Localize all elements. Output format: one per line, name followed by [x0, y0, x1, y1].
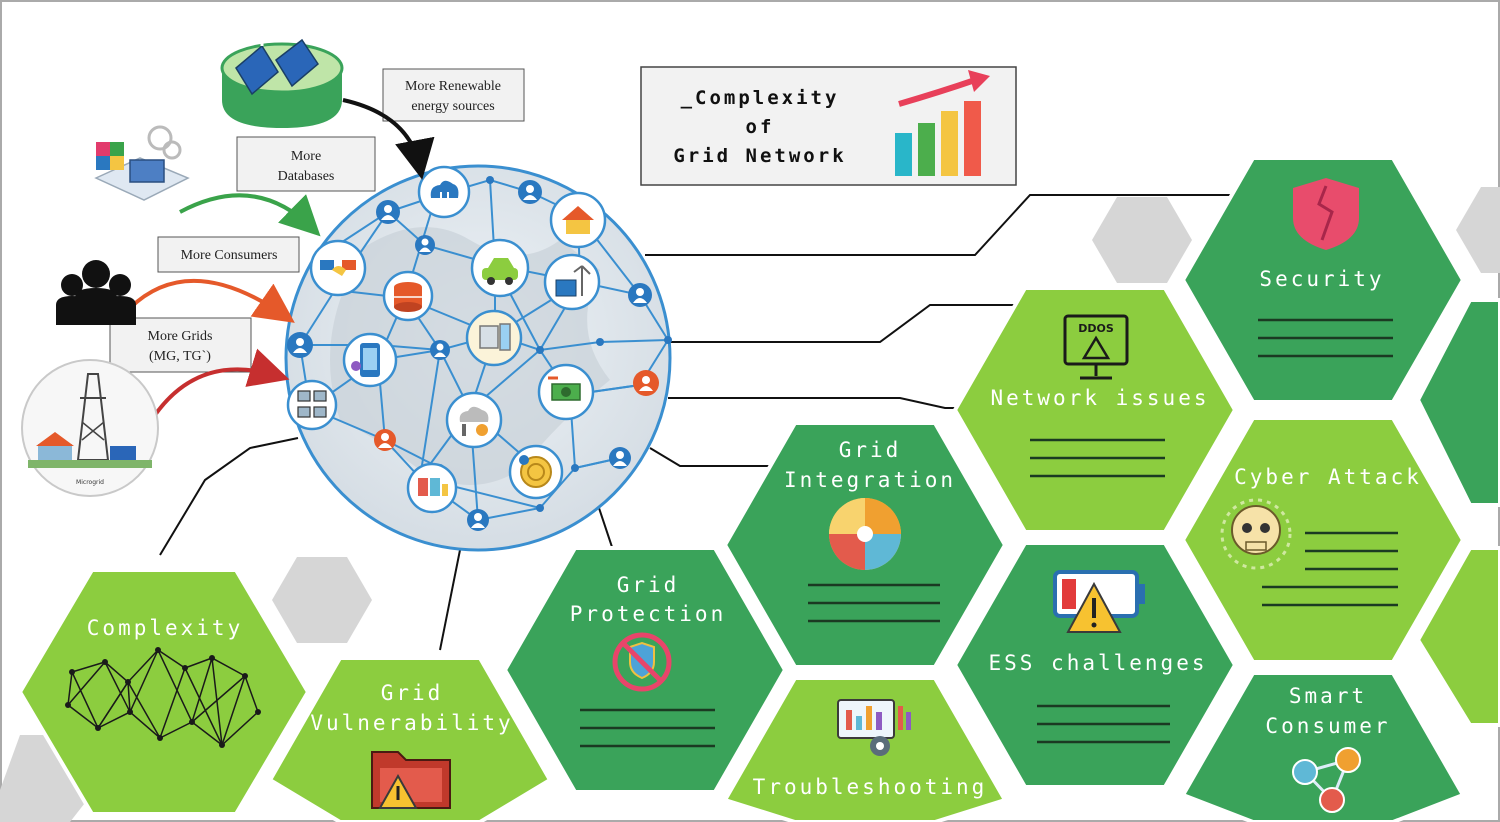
security-label: Security [1259, 267, 1384, 291]
label-more-consumers: More Consumers [157, 236, 300, 273]
coin-energy-icon [508, 444, 564, 500]
mobile-app-icon [342, 332, 398, 388]
globe-feature-icons [286, 165, 607, 514]
cyber-attack-label: Cyber Attack [1234, 465, 1422, 489]
smart-appliance-icon [465, 309, 523, 367]
money-exchange-icon [537, 363, 595, 421]
grid-protection-label-2: Protection [570, 602, 726, 626]
network-issues-label: Network issues [990, 386, 1209, 410]
ess-text-lines [1037, 704, 1170, 744]
wind-turbine-icon [249, 2, 301, 46]
hexagon-edge-partial-right [1415, 298, 1500, 727]
more-databases-line1: More [291, 149, 321, 164]
connector-lines [159, 194, 1230, 651]
grid-integration-text-lines [808, 583, 940, 623]
database-laptop-icon [94, 125, 190, 201]
hexagon-grid-vulnerability: Grid Vulnerability [267, 656, 553, 822]
hexagon-ess-challenges: ESS challenges [952, 541, 1238, 789]
puzzle-icon [829, 498, 901, 570]
hexagon-troubleshooting: Troubleshooting [722, 676, 1008, 822]
title-line-2: of [746, 116, 775, 138]
renewable-sources-cylinder [220, 2, 344, 128]
globe-user-icons [287, 180, 659, 531]
microgrid-icon: Microgrid [21, 359, 159, 497]
cyber-attack-text-lines [1262, 531, 1398, 607]
data-center-icon [406, 462, 458, 514]
skull-icon [1220, 498, 1292, 570]
arrow-databases [179, 193, 321, 237]
label-more-databases: More Databases [236, 136, 376, 192]
label-more-renewables: More Renewable energy sources [382, 68, 525, 122]
hexagon-smart-consumer: Smart Consumer [1180, 671, 1466, 822]
ddos-badge: DDOS [1078, 322, 1114, 335]
hexagon-network-issues: DDOS Network issues [952, 286, 1238, 534]
grid-integration-label-1: Grid [839, 438, 902, 462]
battery-warning-icon [1053, 570, 1145, 633]
microgrid-caption: Microgrid [76, 479, 104, 486]
grid-vulnerability-label-1: Grid [381, 681, 444, 705]
folder-warning-icon [371, 751, 451, 809]
troubleshooting-dashboard-icon [837, 699, 911, 756]
solar-wind-icon [543, 253, 601, 311]
arrow-grids [153, 348, 290, 417]
cloud-transfer-icon [417, 165, 471, 219]
database-icon [382, 270, 434, 322]
hexagon-security: Security [1180, 156, 1466, 404]
network-mesh-icon [65, 647, 261, 748]
title-line-1: _Complexity [681, 87, 840, 109]
electric-vehicle-icon [470, 238, 530, 298]
solar-panel-icon [235, 38, 319, 96]
more-grids-line2: (MG, TG`) [149, 349, 211, 364]
more-renewables-line1: More Renewable [405, 79, 501, 94]
smart-home-icon [549, 191, 607, 249]
smart-consumer-label-1: Smart [1289, 684, 1367, 708]
label-more-grids: More Grids (MG, TG`) [109, 317, 252, 373]
title-line-3: Grid Network [673, 145, 846, 167]
growth-bar-chart-icon [895, 70, 990, 176]
no-shield-icon [612, 632, 672, 692]
hexagon-grid-integration: Grid Integration [722, 421, 1008, 669]
hexagon-cyber-attack: Cyber Attack [1180, 416, 1466, 664]
hexagon-grid-protection: Grid Protection [502, 546, 788, 794]
complexity-label: Complexity [87, 616, 243, 640]
warning-icon [1081, 335, 1111, 360]
more-grids-line1: More Grids [148, 329, 213, 344]
security-text-lines [1258, 318, 1393, 358]
hexagon-complexity: Complexity [17, 568, 311, 816]
arrow-renewables [342, 98, 435, 180]
grid-network-globe [284, 164, 672, 552]
shield-icon [1293, 178, 1359, 250]
handshake-icon [309, 239, 367, 297]
grid-protection-label-1: Grid [617, 573, 680, 597]
consumers-people-icon [56, 260, 136, 325]
more-renewables-line2: energy sources [411, 99, 494, 114]
network-issues-text-lines [1030, 438, 1165, 478]
grid-vulnerability-label-2: Vulnerability [310, 711, 513, 735]
user-network-icon [1292, 747, 1361, 813]
more-databases-line2: Databases [278, 169, 335, 184]
more-consumers-label: More Consumers [181, 248, 278, 263]
ess-challenges-label: ESS challenges [988, 651, 1207, 675]
grid-protection-text-lines [580, 708, 715, 748]
title-box: _Complexity of Grid Network [640, 66, 1017, 186]
smart-consumer-label-2: Consumer [1265, 714, 1390, 738]
grid-integration-label-2: Integration [784, 468, 956, 492]
arrow-consumers [128, 279, 295, 323]
server-rack-icon [286, 379, 338, 431]
troubleshooting-label: Troubleshooting [753, 775, 988, 799]
cloud-settings-icon [445, 391, 503, 449]
